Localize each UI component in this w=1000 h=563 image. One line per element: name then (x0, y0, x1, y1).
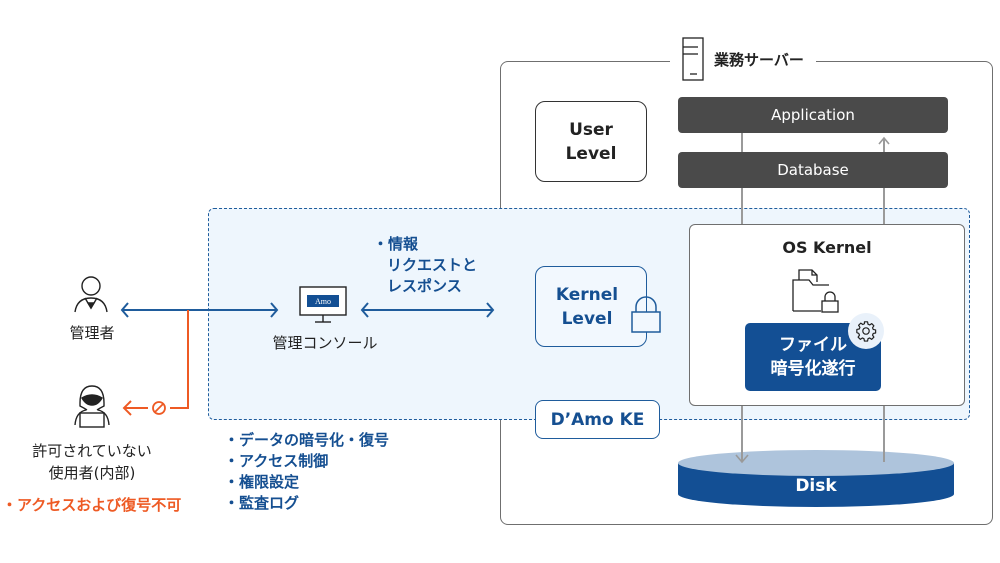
feature-item: ・監査ログ (224, 494, 300, 512)
server-title: 業務サーバー (714, 50, 804, 69)
server-title-group: 業務サーバー (670, 36, 816, 82)
hooded-user-icon (74, 385, 110, 428)
console-monitor-icon: Amo (299, 286, 347, 323)
admin-arrowhead (120, 302, 129, 318)
console-left-arrowhead (360, 302, 369, 318)
unauthorized-line1: 許可されていない (32, 442, 152, 460)
database-layer: Database (678, 152, 948, 188)
file-encryption-line1: ファイル (779, 335, 847, 355)
request-response-note: ・情報 リクエストと レスポンス (373, 234, 477, 297)
unauthorized-line2: 使用者(内部) (48, 464, 136, 482)
database-label: Database (777, 161, 849, 179)
lock-icon (631, 296, 661, 333)
request-note-line2: リクエストと (387, 256, 478, 274)
request-note-line3: レスポンス (387, 277, 462, 295)
user-level-line1: User (569, 119, 613, 140)
user-level-line2: Level (565, 143, 617, 164)
kernel-level-line2: Level (561, 308, 613, 329)
file-encryption-line2: 暗号化遂行 (770, 359, 856, 379)
kernel-level-box: Kernel Level (535, 266, 647, 347)
console-screen-logo: Amo (315, 297, 331, 306)
user-level-box: User Level (535, 101, 647, 182)
damo-ke-label: D’Amo KE (550, 409, 645, 430)
console-label: 管理コンソール (272, 334, 378, 352)
disk-label: Disk (795, 476, 837, 496)
denied-path-line (170, 310, 189, 409)
feature-item: ・データの暗号化・復号 (224, 431, 390, 449)
feature-item: ・アクセス制御 (224, 452, 329, 470)
feature-item: ・権限設定 (224, 473, 300, 491)
kernel-level-line1: Kernel (555, 284, 619, 305)
kernel-to-disk-arrowhead (735, 454, 749, 464)
denied-arrowhead (122, 400, 132, 416)
request-note-line1: ・情報 (373, 235, 419, 253)
admin-label: 管理者 (69, 324, 115, 342)
unauthorized-user-label: 許可されていない 使用者(内部) (18, 440, 166, 484)
application-label: Application (771, 106, 855, 124)
console-arrowhead (270, 302, 279, 318)
gear-badge (848, 313, 884, 349)
admin-person-icon (74, 276, 108, 313)
gear-icon (856, 321, 877, 342)
os-kernel-title: OS Kernel (782, 238, 872, 257)
access-denied-note: ・アクセスおよび復号不可 (2, 496, 182, 514)
server-icon (682, 37, 704, 81)
locked-folder-icon (792, 269, 839, 313)
feature-list: ・データの暗号化・復号 ・アクセス制御 ・権限設定 ・監査ログ (224, 430, 389, 514)
server-arrowhead (486, 302, 495, 318)
prohibited-icon (152, 401, 166, 415)
application-layer: Application (678, 97, 948, 133)
damo-ke-badge: D’Amo KE (535, 400, 660, 439)
db-to-app-arrowhead (878, 136, 890, 145)
